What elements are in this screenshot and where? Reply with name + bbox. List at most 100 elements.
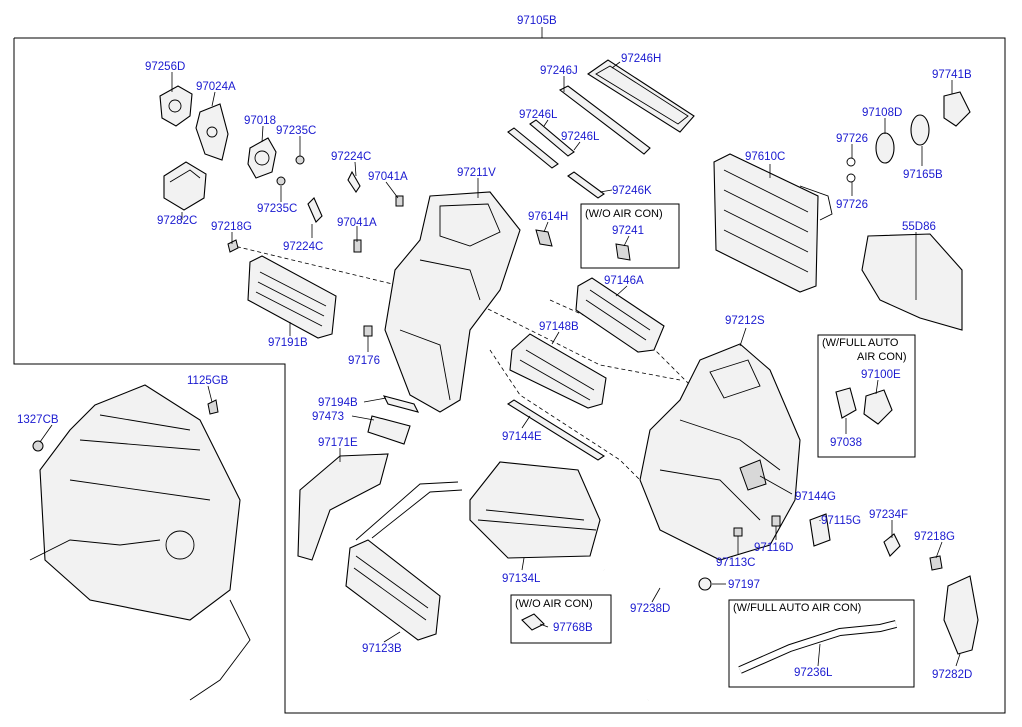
actuator-97115g [809, 513, 831, 547]
label-55d86: 55D86 [902, 221, 936, 233]
clip-97113c [733, 527, 743, 537]
label-97741b: 97741B [932, 69, 972, 81]
oring-97726-a [846, 157, 856, 167]
label-97246k: 97246K [612, 185, 652, 197]
sensor-97241 [615, 243, 631, 261]
label-97236l: 97236L [794, 667, 833, 679]
label-97144e: 97144E [502, 431, 542, 443]
insulation-55d86 [861, 233, 963, 331]
case-right-97212s [639, 343, 801, 561]
screw-97235c-a [295, 155, 305, 165]
full-auto-box-2 [728, 599, 915, 688]
box-wo-air-con-1: (W/O AIR CON) [585, 208, 663, 220]
lever-97144g [739, 459, 767, 491]
filter-housing-97191b [247, 255, 337, 339]
evaporator-97610c [713, 153, 833, 293]
label-97224c-b: 97224C [283, 241, 323, 253]
label-97194b: 97194B [318, 397, 358, 409]
label-97113c: 97113C [716, 557, 755, 569]
label-97246l-b: 97246L [561, 131, 600, 143]
label-97148b: 97148B [539, 321, 579, 333]
label-97234f: 97234F [869, 509, 908, 521]
duct-97171e [297, 453, 389, 561]
seal-97473 [367, 415, 411, 445]
screw-97235c-b [276, 176, 286, 186]
actuator-97282c [163, 161, 207, 211]
label-97115g: 97115G [821, 515, 861, 527]
motor-97018 [247, 137, 277, 179]
label-97246l-a: 97246L [519, 109, 558, 121]
label-97165b: 97165B [903, 169, 943, 181]
door-97148b [509, 333, 607, 409]
label-97116d: 97116D [754, 542, 793, 554]
label-97241: 97241 [612, 225, 644, 237]
label-97024a: 97024A [196, 81, 236, 93]
rod-97144e [506, 399, 606, 461]
label-97197: 97197 [728, 579, 760, 591]
label-97282c: 97282C [157, 215, 197, 227]
label-97610c: 97610C [745, 151, 785, 163]
label-97123b: 97123B [362, 643, 402, 655]
label-97246j: 97246J [540, 65, 578, 77]
label-97212s: 97212S [725, 315, 765, 327]
heater-core-97123b [345, 481, 463, 641]
label-97246h: 97246H [621, 53, 661, 65]
box-full-auto-2: (W/FULL AUTO AIR CON) [733, 602, 861, 614]
bar-97246l-a [507, 127, 559, 169]
actuator-97038 [835, 387, 857, 419]
label-97614h: 97614H [528, 211, 568, 223]
main-frame [13, 37, 1006, 714]
case-left-97211v [384, 191, 521, 413]
label-97238d: 97238D [630, 603, 670, 615]
actuator-97100e [863, 389, 893, 425]
label-97224c-a: 97224C [331, 151, 371, 163]
drain-pan-97134l [469, 461, 601, 559]
screw-97218g-b [929, 555, 943, 571]
label-1125gb: 1125GB [187, 375, 229, 387]
wo-air-con-box-1 [580, 203, 680, 269]
label-97726-b: 97726 [836, 199, 868, 211]
label-97144g: 97144G [795, 491, 836, 503]
box-full-auto-1-line2: AIR CON) [857, 351, 907, 363]
label-97038: 97038 [830, 437, 862, 449]
grommet-97197 [698, 577, 712, 591]
clip-97041a-a [395, 195, 404, 207]
plug-97768b [521, 613, 545, 631]
link-97234f [883, 533, 901, 557]
bar-97246k [567, 171, 605, 199]
bar-97246l-b [529, 119, 575, 157]
label-97726-a: 97726 [836, 133, 868, 145]
bolt-1327cb [32, 440, 44, 452]
label-97041a-a: 97041A [368, 171, 408, 183]
box-full-auto-1-line1: (W/FULL AUTO [822, 337, 899, 349]
label-97108d: 97108D [862, 107, 902, 119]
clip-97176 [363, 325, 373, 337]
label-97191b: 97191B [268, 337, 308, 349]
seal-97194b [382, 395, 420, 413]
label-97018: 97018 [244, 115, 276, 127]
oring-97726-b [846, 173, 856, 183]
lever-97224c-b [307, 197, 323, 223]
label-97218g-a: 97218G [211, 221, 252, 233]
label-97100e: 97100E [861, 369, 901, 381]
label-97146a: 97146A [604, 275, 644, 287]
duct-97282d [943, 575, 979, 655]
box-wo-air-con-2: (W/O AIR CON) [515, 598, 593, 610]
hvac-assembly [29, 384, 251, 701]
filter-97246h [587, 59, 695, 133]
label-97134l: 97134L [502, 573, 541, 585]
label-97473: 97473 [312, 411, 344, 423]
label-97105b: 97105B [517, 15, 557, 27]
door-97146a [575, 277, 665, 353]
label-97256d: 97256D [145, 61, 185, 73]
label-97218g-b: 97218G [914, 531, 955, 543]
bracket-97024a [195, 103, 229, 161]
screw-97218g-a [227, 239, 239, 253]
wo-air-con-box-2 [510, 594, 612, 644]
seal-97165b [910, 114, 930, 146]
sensor-97614h [535, 229, 553, 247]
label-97235c-b: 97235C [257, 203, 297, 215]
label-1327cb: 1327CB [17, 414, 59, 426]
clip-97116d [771, 515, 781, 527]
